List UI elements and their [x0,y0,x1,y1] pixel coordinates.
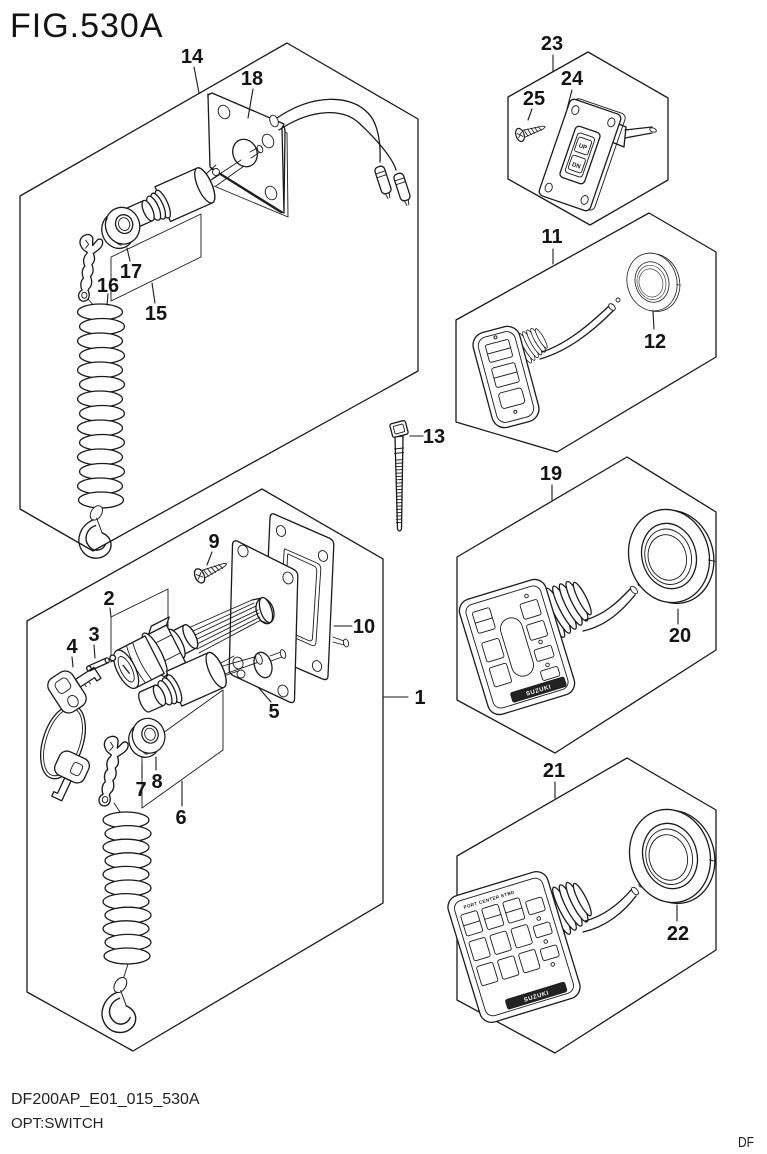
callout-21: 21 [543,760,565,782]
group-box-19-outline [456,456,717,754]
bracket-part-15 [110,213,202,302]
group-box-23-outline [507,51,669,226]
bracket-part-6 [141,689,224,809]
group-box-21-outline [456,757,717,1054]
leader-25 [527,108,533,121]
leader-14 [193,66,200,94]
lanyard-coil-b [102,802,152,987]
part-11-remote-switch [472,297,621,429]
leader-9 [206,551,213,566]
callout-6: 6 [175,807,186,829]
leader-2 [109,607,112,618]
part-15-stop-switch [124,144,264,229]
leader-24 [566,89,573,110]
callout-20: 20 [669,625,691,647]
callout-23: 23 [541,33,563,55]
leader-5 [257,686,272,703]
callout-12: 12 [644,331,666,353]
wire-harness-bundle [185,596,274,654]
callout-3: 3 [88,624,99,646]
callout-24: 24 [561,68,584,90]
group-box-11-outline [455,212,717,453]
ptt-up-label: UP [578,143,588,151]
part-2-ignition-switch [113,616,199,690]
leader-18 [247,88,254,119]
group-box-14-outline [19,42,419,552]
figure-caption: OPT:SWITCH [11,1115,104,1132]
callout-9: 9 [208,531,219,553]
figure-title: FIG.530A [10,7,164,45]
callout-16: 16 [97,275,119,297]
callout-10: 10 [353,616,375,638]
callout-15: 15 [145,303,167,325]
callout-22: 22 [667,923,689,945]
callout-2: 2 [103,588,114,610]
callout-11: 11 [541,226,562,248]
callout-4: 4 [66,636,78,658]
leader-15 [151,282,156,304]
leader-12 [652,311,655,330]
part-wire-leads-and-connectors [269,98,411,206]
group-box-1-outline [26,488,384,1052]
callout-1: 1 [414,687,425,709]
ptt-dn-label: DN [571,162,581,170]
part-21-keyless-panel: PORT CENTER STBD SUZUKI [447,871,644,1023]
callout-18: 18 [241,68,263,90]
leader-16 [106,293,109,306]
part-18-mounting-plate [207,92,289,218]
callout-14: 14 [181,46,204,68]
callout-7: 7 [135,779,146,801]
part-13-cable-tie [389,419,409,532]
leader-4 [71,656,74,668]
part-5-push-switch [138,649,287,713]
corner-text: DF [738,1134,754,1151]
part-19-keyless-panel: SUZUKI [458,572,643,716]
drawing-code: DF200AP_E01_015_530A [11,1091,200,1108]
callout-13: 13 [423,426,445,448]
part-24-ptt-switch-panel: UP DN [538,98,657,212]
callout-5: 5 [268,701,279,723]
lanyard-coil-a [76,298,126,515]
callout-17: 17 [120,261,142,283]
callout-19: 19 [540,463,562,485]
part-4-keys-with-ring [39,666,102,802]
corner-text-group: DF [738,1134,754,1151]
leader-17 [126,247,131,262]
callout-25: 25 [523,88,545,110]
leader-3 [93,644,96,659]
callout-8: 8 [151,771,162,793]
